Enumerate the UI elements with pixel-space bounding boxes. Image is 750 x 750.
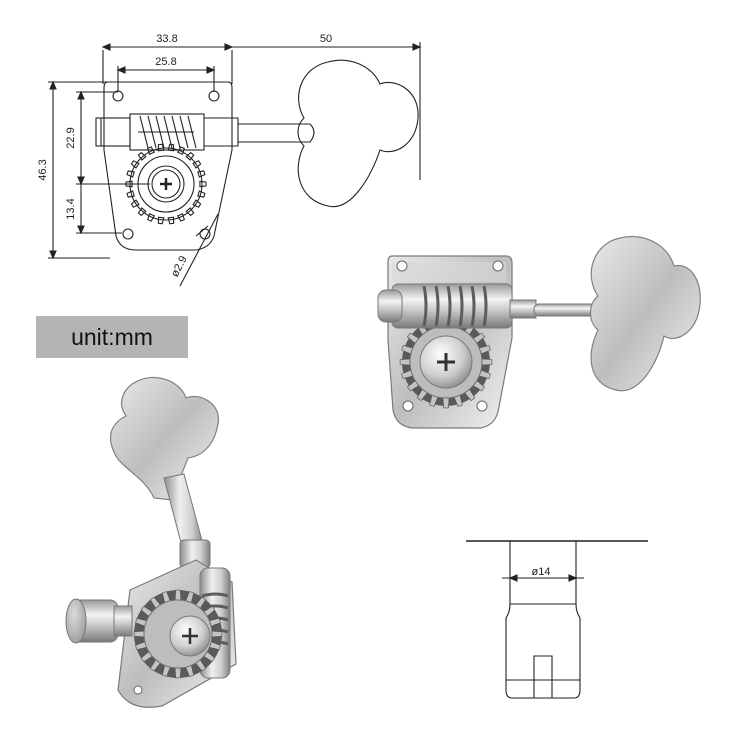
dim-height: [48, 80, 110, 260]
gear-tooth: [192, 160, 202, 169]
key-outline: [297, 59, 419, 208]
gear-tooth: [130, 160, 140, 169]
gear-tooth: [130, 199, 140, 208]
gear-tooth: [176, 212, 185, 222]
gear-tooth: [126, 170, 135, 178]
gear-tooth: [192, 199, 202, 208]
gear-tooth: [211, 630, 223, 638]
technical-drawing: [48, 42, 422, 287]
gear-drawing: [125, 143, 207, 225]
mount-hole-icon: [112, 90, 124, 102]
gear-tooth: [174, 667, 182, 679]
post-diameter-label: ø14: [532, 566, 551, 578]
plate-outline: [103, 81, 233, 251]
gear-tooth: [157, 216, 165, 225]
dim-total-width-label: 33.8: [156, 33, 177, 45]
gear-tooth: [481, 358, 493, 366]
gear-tooth: [137, 207, 147, 217]
gear-tooth: [199, 180, 207, 188]
gear-tooth: [147, 212, 156, 222]
gear-tooth: [157, 143, 165, 152]
gear-tooth: [167, 143, 175, 152]
gear-tooth: [137, 151, 147, 161]
dim-lower-offset-label: 13.4: [65, 198, 77, 219]
shaft-outline: [204, 117, 315, 147]
dim-shaft-length: [232, 42, 422, 180]
dim-lower-offset: [76, 184, 122, 235]
gear-tooth: [197, 190, 206, 198]
gear-tooth: [167, 216, 175, 225]
gear-tooth: [185, 207, 195, 217]
gear-tooth: [185, 151, 195, 161]
dim-upper-offset-label: 22.9: [65, 127, 77, 148]
gear-tooth: [399, 358, 411, 366]
dim-hole-spacing: [116, 66, 216, 92]
dim-height-label: 46.3: [37, 159, 49, 180]
tuner-photo-front: [377, 236, 701, 429]
gear-tooth: [174, 589, 182, 601]
worm-thread: [138, 115, 197, 149]
gear-tooth: [125, 180, 133, 188]
gear-tooth: [126, 190, 135, 198]
gear-tooth: [197, 170, 206, 178]
dim-total-width: [101, 43, 234, 84]
gear-tooth: [133, 630, 145, 638]
dim-shaft-length-label: 50: [320, 33, 332, 45]
dim-upper-offset: [76, 90, 150, 186]
mount-hole-icon: [122, 228, 134, 240]
dim-hole-spacing-label: 25.8: [155, 56, 176, 68]
dim-hole-diameter: [179, 213, 219, 287]
gear-tooth: [442, 397, 450, 409]
gear-tooth: [176, 146, 185, 156]
unit-label: unit:mm: [36, 316, 188, 358]
mount-hole-icon: [208, 90, 220, 102]
tuner-photo-angled: [65, 376, 237, 708]
dim-hole-diameter-label: ø2.9: [169, 254, 190, 279]
gear-tooth: [147, 146, 156, 156]
post-drawing: [466, 540, 648, 699]
